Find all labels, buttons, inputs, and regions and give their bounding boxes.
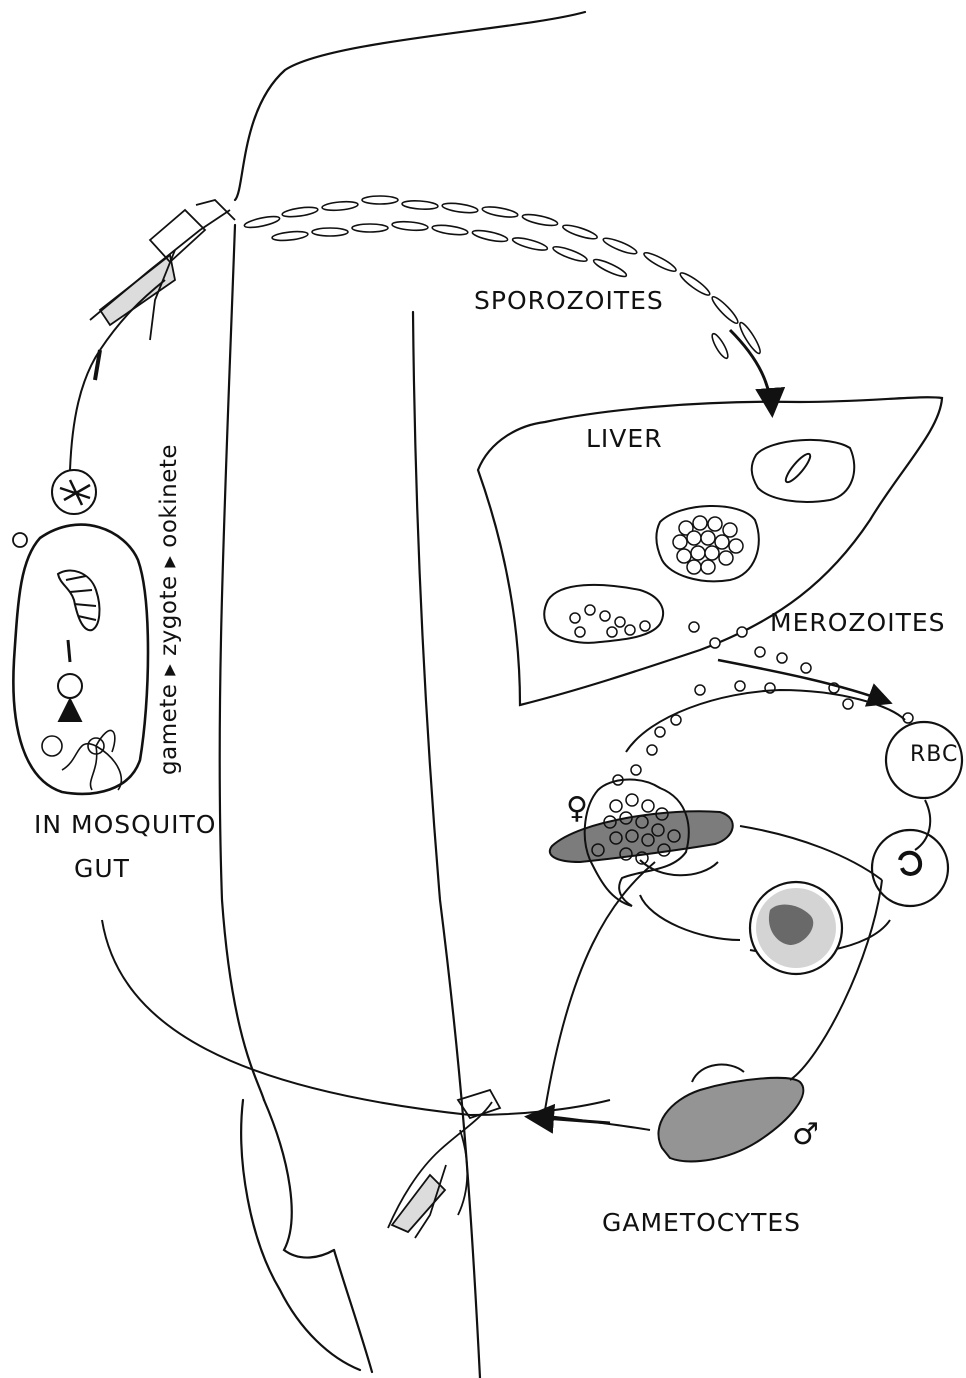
label-rbc: RBC bbox=[910, 744, 958, 766]
label-merozoites: MEROZOITES bbox=[770, 610, 946, 635]
merozoites-flow bbox=[613, 653, 913, 785]
label-gametocytes: GAMETOCYTES bbox=[602, 1210, 801, 1235]
mosquito-gut-oval bbox=[13, 525, 148, 794]
sporozoite-stream bbox=[244, 196, 763, 360]
trophozoite-cell bbox=[750, 882, 842, 974]
gametocyte-cycle-arcs bbox=[540, 826, 882, 1130]
label-liver: LIVER bbox=[586, 426, 663, 451]
male-gametocyte bbox=[658, 1065, 803, 1162]
liver-cell-sporozoite bbox=[752, 440, 855, 502]
liver-schizont bbox=[656, 506, 758, 581]
zygote-in-gut bbox=[58, 674, 82, 722]
label-sporozoites: SPOROZOITES bbox=[474, 288, 664, 313]
gametes-in-gut bbox=[42, 731, 121, 790]
small-parasite-outside-gut bbox=[13, 533, 27, 547]
label-gut: GUT bbox=[74, 856, 130, 881]
ring-stage-cell bbox=[872, 830, 948, 906]
label-mosquito-stages: gamete ▸ zygote ▸ ookinete bbox=[158, 444, 181, 775]
male-symbol: ♂ bbox=[792, 1120, 820, 1150]
mosquito-top-icon bbox=[90, 200, 235, 380]
female-symbol: ♀ bbox=[566, 794, 589, 824]
label-in-mosquito: IN MOSQUITO bbox=[34, 812, 216, 837]
liver-rupturing-cell bbox=[544, 585, 765, 657]
ookinete-in-gut bbox=[58, 571, 99, 662]
transmission-cycle-path bbox=[70, 280, 610, 1115]
oocyst-cell bbox=[52, 470, 96, 514]
